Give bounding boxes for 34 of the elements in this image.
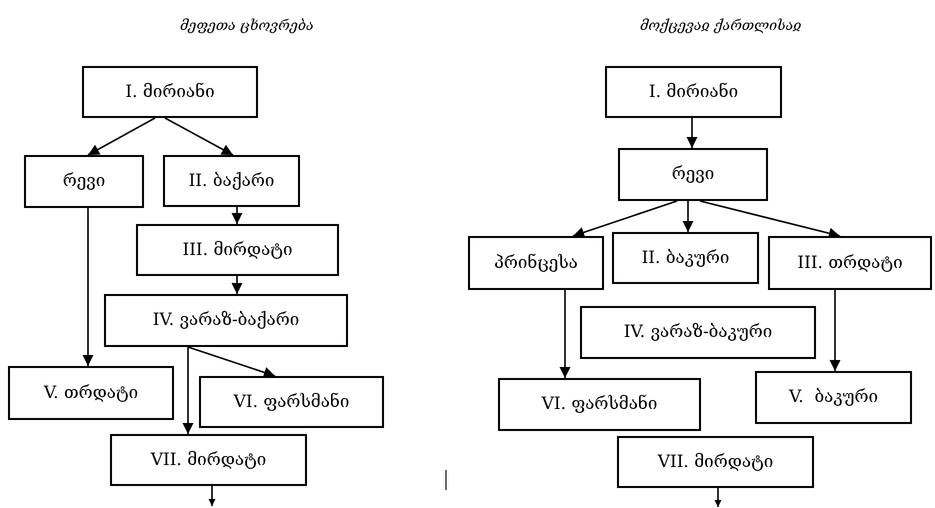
name-box: VI. ფარსმანი [498, 378, 701, 431]
arrow [572, 200, 678, 238]
name-box: რევი [618, 148, 768, 201]
name-box: I. მირიანი [605, 66, 782, 118]
arrow [208, 486, 216, 506]
column-heading: მეფეთა ცხოვრება [180, 18, 314, 34]
name-box: II. ბაქარი [163, 155, 300, 207]
name-box: VI. ფარსმანი [199, 376, 384, 428]
name-box: პრინცესა [468, 236, 604, 290]
arrow [231, 207, 243, 224]
arrow [559, 290, 571, 378]
arrow [88, 117, 156, 156]
arrow [700, 200, 840, 239]
arrow [82, 208, 94, 366]
arrow [686, 118, 698, 148]
name-box: I. მირიანი [82, 66, 258, 118]
name-box: VII. მირდატი [617, 436, 814, 488]
name-box: II. ბაკური [612, 232, 759, 284]
name-box: IV. ვარაზ-ბაქარი [104, 294, 348, 347]
arrow [231, 276, 243, 294]
name-box: V. ბაკური [755, 371, 912, 424]
column-heading: მოქცევაჲ ქართლისაჲ [640, 18, 802, 34]
name-box: VII. მირდატი [110, 434, 307, 486]
name-box: III. მირდატი [136, 224, 339, 276]
arrow [682, 201, 694, 232]
arrow [164, 117, 234, 156]
arrow [829, 290, 841, 371]
name-box: რევი [24, 155, 144, 208]
name-box: III. თრდატი [768, 236, 932, 290]
name-box: IV. ვარაზ-ბაკური [580, 306, 816, 359]
name-box: V. თრდატი [8, 366, 174, 420]
arrow [182, 347, 194, 434]
arrow [188, 346, 276, 378]
arrow [714, 488, 722, 507]
